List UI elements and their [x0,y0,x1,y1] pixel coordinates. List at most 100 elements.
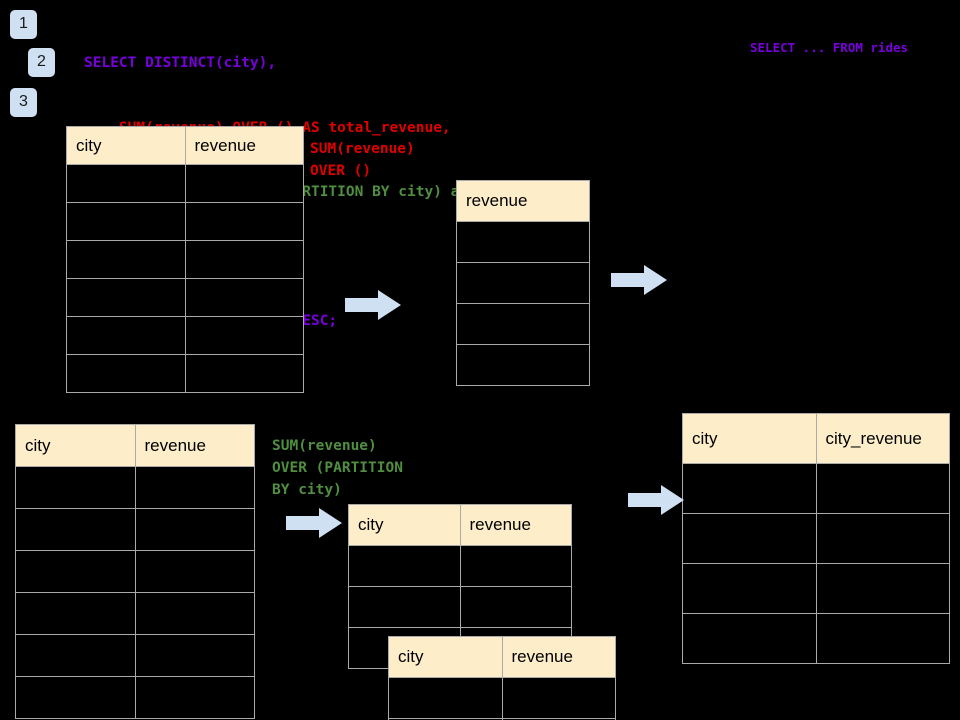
table-row [348,545,572,587]
table-row [66,278,304,317]
cell-revenue [456,262,590,304]
cell-city [388,677,503,719]
total-revenue-table: revenue [456,180,590,386]
table-row [456,344,590,386]
table-row [15,592,255,635]
cell-city-revenue [815,463,950,514]
cell-revenue [501,718,616,720]
cell-city [15,550,136,593]
cell-city-revenue [815,563,950,614]
table-row [15,466,255,509]
cell-revenue [184,202,304,241]
table-row [15,634,255,677]
cell-city [682,513,817,564]
table-header-row: city revenue [348,504,572,546]
cell-revenue [134,592,255,635]
cell-city [682,563,817,614]
cell-revenue [501,677,616,719]
cell-city-revenue [815,513,950,564]
cell-city [348,545,461,587]
partition-group-b-table: city revenue [388,636,616,720]
cell-revenue [456,344,590,386]
column-header-revenue: revenue [184,126,304,165]
cell-city [15,466,136,509]
column-header-city: city [15,424,136,467]
column-header-revenue: revenue [501,636,616,678]
table-header-row: revenue [456,180,590,222]
step-badge-3: 3 [10,88,37,117]
column-header-city: city [348,504,461,546]
cell-city [15,634,136,677]
table-header-row: city revenue [66,126,304,165]
arrow-right-icon [286,508,342,538]
cell-revenue [459,545,572,587]
arrow-right-icon [611,265,667,295]
cell-revenue [456,303,590,345]
table-row [66,354,304,393]
table-row [456,221,590,263]
cell-city [66,354,186,393]
cell-city [682,463,817,514]
table-row [15,508,255,551]
table-row [682,463,950,514]
cell-city [15,676,136,719]
cell-city [682,613,817,664]
table-row [456,303,590,345]
cell-revenue [134,634,255,677]
cell-city [66,278,186,317]
table-header-row: city revenue [388,636,616,678]
arrow-right-icon [345,290,401,320]
table-row [66,240,304,279]
cell-revenue [134,550,255,593]
table-row [15,550,255,593]
column-header-city-revenue: city_revenue [815,413,950,464]
cell-city [348,586,461,628]
cell-revenue [184,316,304,355]
step-badge-2: 2 [28,48,55,77]
cell-revenue [184,240,304,279]
table-row [682,613,950,664]
annotation-total-revenue: SUM(revenue) OVER () [310,141,415,179]
column-header-city: city [66,126,186,165]
table-row [66,202,304,241]
table-row [682,563,950,614]
cell-revenue [184,354,304,393]
cell-revenue [134,676,255,719]
column-header-revenue: revenue [459,504,572,546]
column-header-revenue: revenue [456,180,590,222]
table-row [456,262,590,304]
cell-city [66,202,186,241]
cell-city [15,508,136,551]
table-header-row: city revenue [15,424,255,467]
table-row [388,677,616,719]
cell-revenue [459,586,572,628]
cell-city [15,592,136,635]
table-header-row: city city_revenue [682,413,950,464]
arrow-right-icon [628,485,684,515]
cell-city [66,240,186,279]
step-badge-1: 1 [10,10,37,39]
sql-side-note: SELECT ... FROM rides [750,40,909,55]
cell-city [66,164,186,203]
column-header-revenue: revenue [134,424,255,467]
cell-city [388,718,503,720]
partition-group-a-table: city revenue [348,504,572,669]
rides-source-table-2: city revenue [15,424,255,719]
cell-revenue [456,221,590,263]
result-table: city city_revenue [682,413,950,664]
cell-revenue [134,466,255,509]
column-header-city: city [388,636,503,678]
table-row [66,316,304,355]
table-row [682,513,950,564]
cell-city-revenue [815,613,950,664]
cell-revenue [134,508,255,551]
table-row [348,586,572,628]
sql-line-select: SELECT DISTINCT(city), [84,55,277,71]
table-row [15,676,255,719]
table-row [66,164,304,203]
column-header-city: city [682,413,817,464]
rides-source-table: city revenue [66,126,304,393]
table-row [388,718,616,720]
cell-city [66,316,186,355]
